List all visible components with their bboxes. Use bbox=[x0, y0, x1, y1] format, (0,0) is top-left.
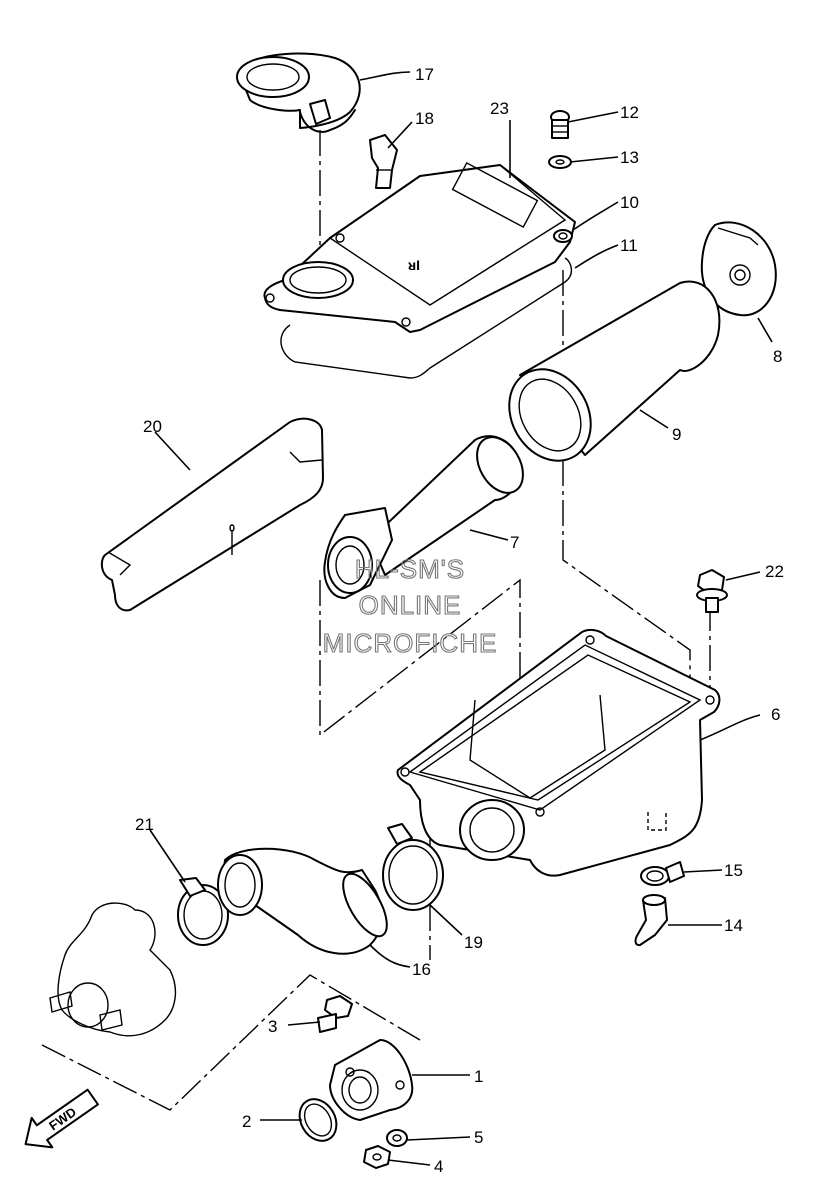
part-2-o-ring bbox=[298, 1098, 338, 1142]
part-10-grommet bbox=[553, 229, 573, 243]
part-8-filter-cap bbox=[700, 221, 777, 317]
callout-20: 20 bbox=[143, 417, 162, 436]
callout-2: 2 bbox=[242, 1112, 251, 1131]
part-5-washer bbox=[386, 1129, 408, 1147]
callout-1: 1 bbox=[474, 1067, 483, 1086]
callout-3: 3 bbox=[268, 1017, 277, 1036]
callout-14: 14 bbox=[724, 916, 743, 935]
callout-8: 8 bbox=[773, 347, 782, 366]
part-19-clamp bbox=[382, 823, 444, 911]
callout-11: 11 bbox=[620, 236, 638, 255]
callout-12: 12 bbox=[620, 103, 639, 122]
part-22-bolt bbox=[696, 569, 728, 613]
part-13-washer bbox=[548, 155, 572, 169]
part-11-cover-seal bbox=[280, 257, 573, 379]
callout-4: 4 bbox=[434, 1157, 443, 1176]
callout-15: 15 bbox=[724, 861, 743, 880]
callout-17: 17 bbox=[415, 65, 434, 84]
part-17-intake-cap bbox=[236, 52, 361, 133]
carburetor-outline bbox=[49, 902, 177, 1037]
part-3-bolt bbox=[317, 995, 353, 1033]
watermark-line-2: ONLINE bbox=[359, 590, 462, 620]
part-6-airbox-case bbox=[396, 628, 721, 877]
part-20-plate bbox=[100, 417, 324, 612]
callout-13: 13 bbox=[620, 148, 639, 167]
part-18-hose-fitting bbox=[369, 134, 398, 189]
watermark-line-1: HL-SM'S bbox=[355, 554, 465, 584]
part-12-screw bbox=[550, 110, 570, 139]
callout-19: 19 bbox=[464, 933, 483, 952]
part-4-nut bbox=[363, 1145, 391, 1169]
callout-labels: 17 18 23 12 13 10 11 8 9 20 7 22 6 15 14… bbox=[135, 65, 784, 1176]
part-16-intake-duct bbox=[217, 847, 388, 955]
callout-16: 16 bbox=[412, 960, 431, 979]
part-21-clamp bbox=[177, 877, 229, 946]
part-9-air-filter bbox=[508, 280, 721, 462]
part-2-o-ring-inner bbox=[303, 1103, 333, 1137]
part-15-clamp bbox=[640, 861, 685, 886]
callout-9: 9 bbox=[672, 425, 681, 444]
part-1-joint bbox=[329, 1039, 414, 1121]
callout-22: 22 bbox=[765, 562, 784, 581]
callout-10: 10 bbox=[620, 193, 639, 212]
part-14-drain bbox=[634, 894, 668, 947]
callout-23: 23 bbox=[490, 99, 509, 118]
watermark: HL-SM'S ONLINE MICROFICHE bbox=[322, 553, 498, 658]
leader-lines bbox=[149, 71, 773, 1166]
callout-21: 21 bbox=[135, 815, 154, 834]
callout-5: 5 bbox=[474, 1128, 483, 1147]
part-7-filter-guide bbox=[323, 435, 524, 599]
callout-18: 18 bbox=[415, 109, 434, 128]
watermark-line-3: MICROFICHE bbox=[323, 628, 498, 658]
callout-7: 7 bbox=[510, 533, 519, 552]
part-23-airbox-cover: ᴚƖ bbox=[263, 162, 576, 333]
cover-marking: ᴚƖ bbox=[408, 257, 420, 273]
callout-6: 6 bbox=[771, 705, 780, 724]
fwd-direction-arrow: FWD bbox=[24, 1088, 99, 1149]
